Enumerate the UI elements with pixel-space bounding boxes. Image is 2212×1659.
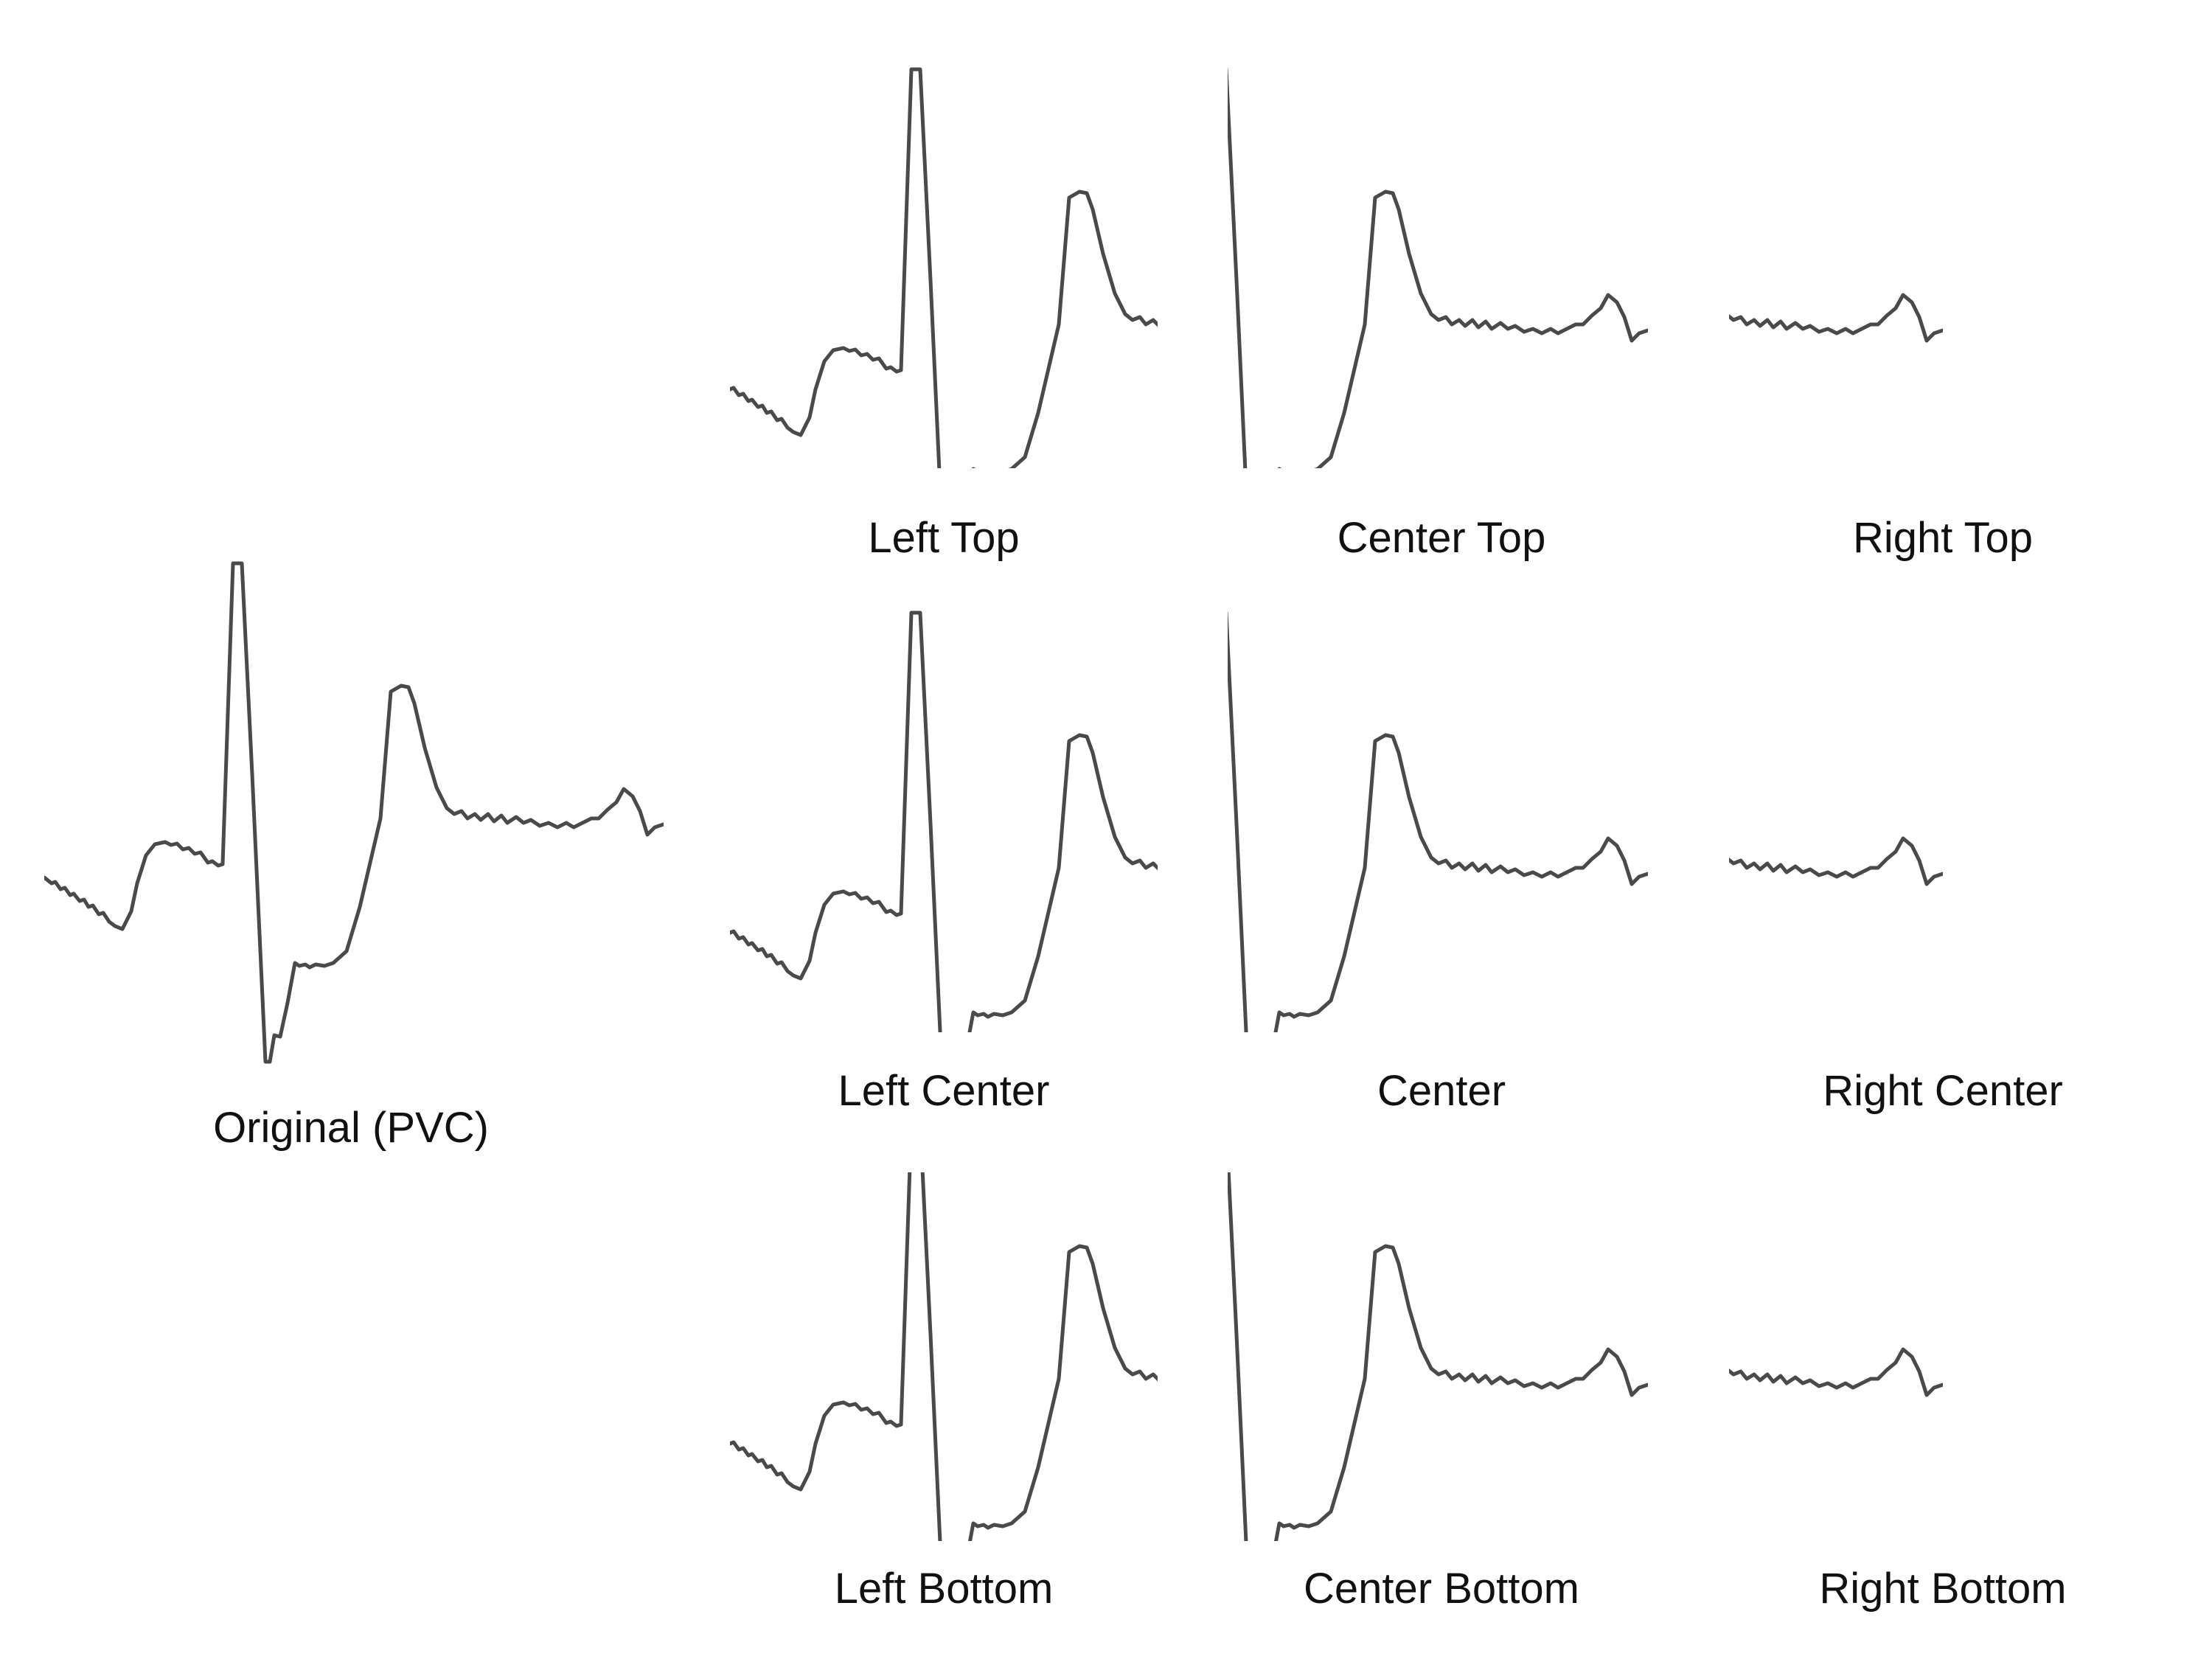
center-waveform-svg	[1228, 611, 1648, 1032]
center-top-caption: Center Top	[1337, 514, 1546, 562]
center-caption: Center	[1377, 1067, 1506, 1115]
right-top-caption: Right Top	[1853, 514, 2033, 562]
left-top-caption: Left Top	[868, 514, 1020, 562]
left-bottom-caption: Left Bottom	[834, 1565, 1054, 1613]
left-center-waveform-svg	[730, 611, 1158, 1032]
center-bottom-panel	[1228, 1172, 1655, 1541]
right-center-waveform-svg	[1729, 836, 1943, 886]
left-top-waveform	[730, 67, 1158, 468]
left-center-panel	[730, 605, 1158, 1032]
right-center-waveform	[1729, 836, 1943, 886]
original-pvc-panel	[44, 553, 664, 1069]
center-panel	[1228, 605, 1655, 1032]
original-waveform-svg	[44, 561, 664, 1064]
center-top-waveform	[1228, 68, 1648, 468]
center-top-panel	[1228, 66, 1655, 468]
right-top-waveform-svg	[1729, 293, 1943, 343]
center-waveform	[1228, 611, 1648, 1032]
left-top-panel	[730, 66, 1158, 468]
right-bottom-panel	[1729, 1172, 2157, 1541]
right-center-panel	[1729, 605, 2157, 1032]
center-top-waveform-svg	[1228, 68, 1648, 468]
center-bottom-waveform-svg	[1228, 1172, 1648, 1541]
right-top-waveform	[1729, 293, 1943, 343]
left-center-caption: Left Center	[838, 1067, 1050, 1115]
left-bottom-waveform	[730, 1172, 1158, 1541]
left-top-waveform-svg	[730, 67, 1158, 468]
center-bottom-caption: Center Bottom	[1304, 1565, 1579, 1613]
left-center-waveform	[730, 611, 1158, 1032]
center-bottom-waveform	[1228, 1172, 1648, 1541]
original-waveform	[44, 561, 664, 1064]
right-top-panel	[1729, 66, 2157, 468]
right-center-caption: Right Center	[1823, 1067, 2063, 1115]
left-bottom-waveform-svg	[730, 1172, 1158, 1541]
original-caption: Original (PVC)	[213, 1104, 489, 1152]
right-bottom-caption: Right Bottom	[1819, 1565, 2067, 1613]
left-bottom-panel	[730, 1172, 1158, 1541]
right-bottom-waveform	[1729, 1347, 1943, 1397]
right-bottom-waveform-svg	[1729, 1347, 1943, 1397]
